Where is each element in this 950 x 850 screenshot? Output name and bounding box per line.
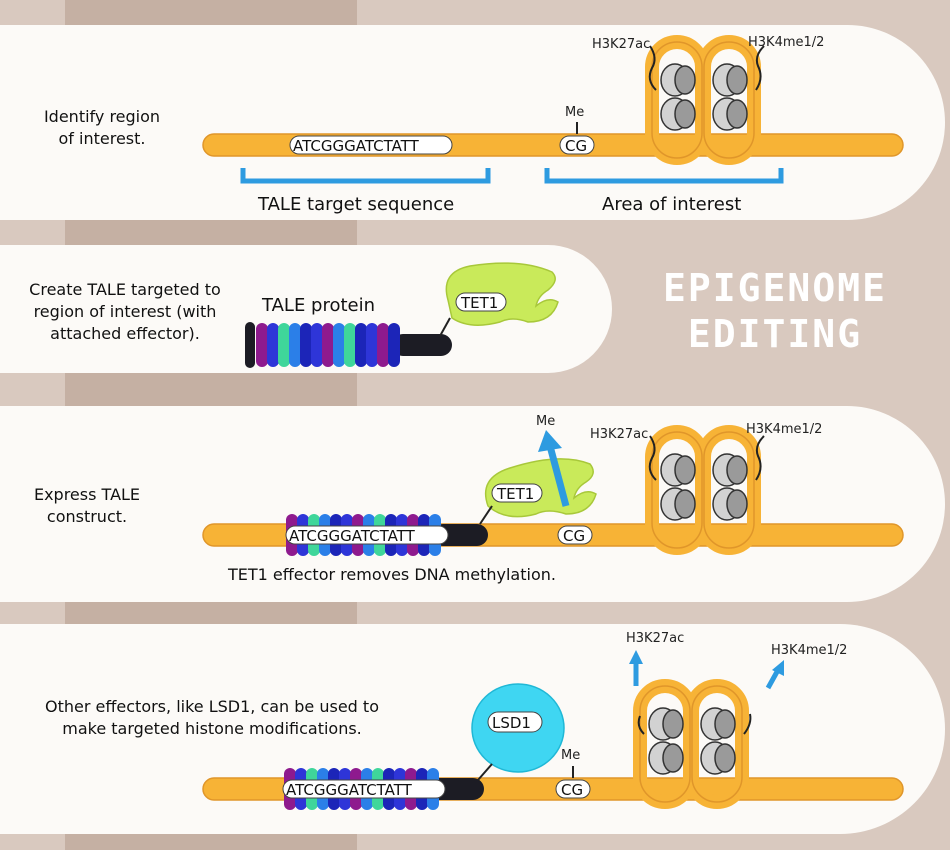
cg-text-3: CG: [563, 527, 585, 545]
tale-protein-2: [245, 322, 452, 368]
panel-express: [0, 406, 945, 602]
area-of-interest-label: Area of interest: [602, 194, 742, 215]
title-line-2: EDITING: [687, 312, 863, 356]
cg-box-4: [555, 779, 591, 799]
h3k4-removal-arrow: [765, 668, 781, 690]
histone-tail-h3k27ac-3: [648, 435, 657, 481]
tale-target-bracket: [240, 168, 491, 184]
h3k27ac-arrowhead: [629, 650, 643, 664]
h3k4-label-3: H3K4me1/2: [746, 422, 822, 437]
tet1-linker-3: [479, 505, 493, 525]
cg-text-1: CG: [565, 137, 587, 155]
tale-protein-label: TALE protein: [262, 295, 376, 316]
tet1-label-2: TET1: [460, 294, 498, 312]
step-express-text: Express TALE construct.: [33, 485, 141, 526]
step-create-text: Create TALE targeted to region of intere…: [29, 280, 221, 343]
tet1-linker-2: [439, 317, 451, 337]
histone-tail-h3k4-3: [755, 435, 765, 481]
h3k4-label-4: H3K4me1/2: [771, 643, 847, 658]
tet1-label-box-2: [455, 292, 507, 312]
area-of-interest-bracket: [544, 168, 784, 184]
panel-identify: [0, 25, 945, 220]
tale-target-label: TALE target sequence: [258, 194, 455, 215]
me-label-3: Me: [536, 414, 555, 429]
me-label-4: Me: [561, 748, 580, 763]
step-other-text: Other effectors, like LSD1, can be used …: [45, 697, 379, 738]
sequence-text-4: ATCGGGATCTATT: [286, 781, 413, 799]
methyl-removal-arrow: [546, 445, 570, 507]
lsd1-linker: [477, 763, 493, 781]
lsd1-label: LSD1: [492, 714, 531, 732]
tet1-label-3: TET1: [496, 485, 534, 503]
me-label-1: Me: [565, 105, 584, 120]
page-title: EPIGENOME EDITING: [630, 265, 920, 357]
histone-tail-h3k4-4: [743, 713, 752, 735]
methyl-removal-arrowhead: [538, 430, 562, 452]
sequence-box-4: [282, 779, 446, 799]
h3k27ac-label-3: H3K27ac: [590, 427, 648, 442]
h3k4-arrowhead: [772, 660, 784, 676]
h3k27ac-label-4: H3K27ac: [626, 631, 684, 646]
cg-box-1: [559, 135, 595, 155]
histone-tail-h3k27ac-1: [648, 45, 657, 91]
lsd1-label-box: [487, 711, 543, 733]
tet1-label-box-3: [491, 483, 543, 503]
histone-tail-h3k4-1: [755, 45, 765, 91]
sequence-text-3: ATCGGGATCTATT: [289, 527, 416, 545]
sequence-box-1: [289, 135, 453, 155]
h3k4-label-1: H3K4me1/2: [748, 35, 824, 50]
title-line-1: EPIGENOME: [663, 266, 887, 310]
h3k27ac-label-1: H3K27ac: [592, 37, 650, 52]
histone-tail-h3k27ac-4: [637, 715, 645, 735]
sequence-box-3: [285, 525, 449, 545]
cg-text-4: CG: [561, 781, 583, 799]
cg-box-3: [557, 525, 593, 545]
tet1-caption: TET1 effector removes DNA methylation.: [228, 565, 556, 584]
sequence-text-1: ATCGGGATCTATT: [293, 137, 420, 155]
step-identify-text: Identify region of interest.: [43, 107, 161, 148]
